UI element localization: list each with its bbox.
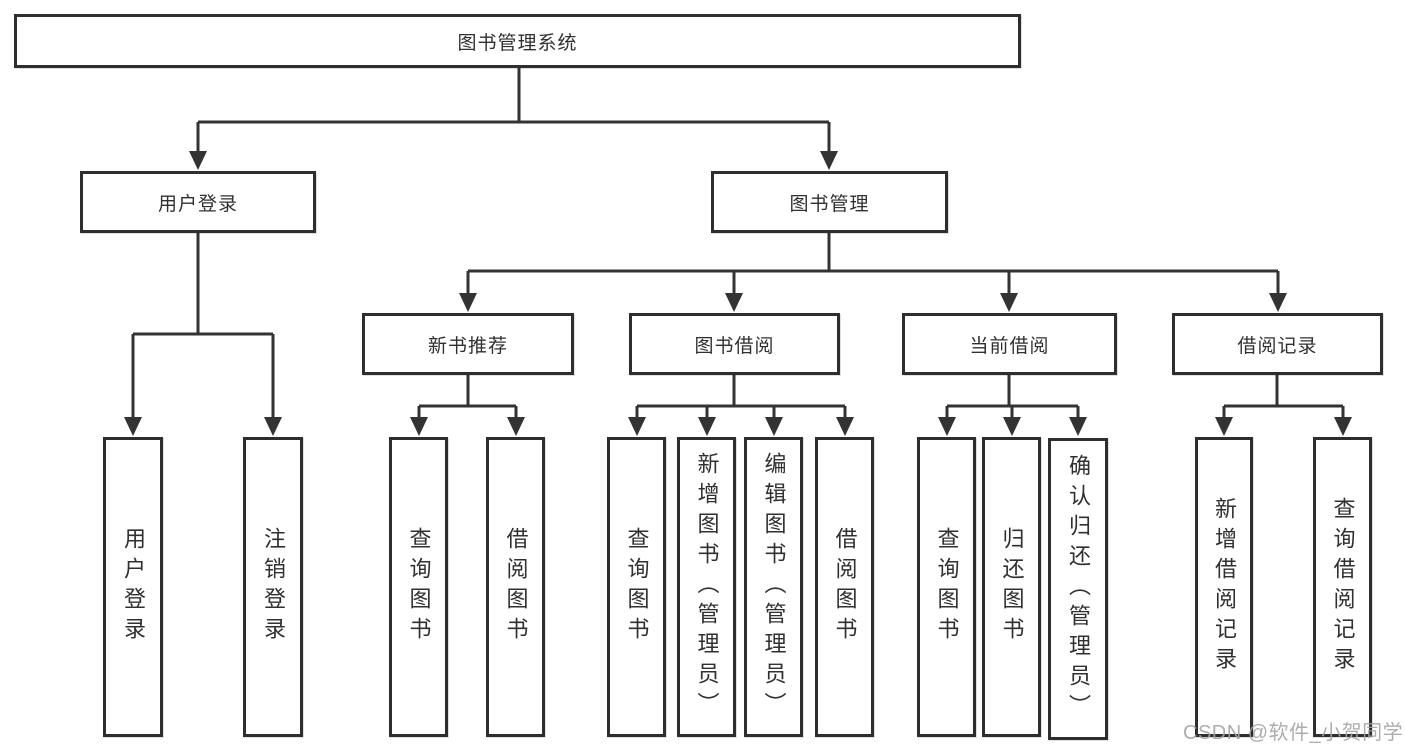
node-newbook-query-books: 查询图书: [389, 437, 448, 737]
node-borrowing-borrow-books: 借阅图书: [815, 437, 874, 737]
csdn-watermark: CSDN @软件_小贺同学: [1183, 722, 1404, 744]
node-new-book-recommendation: 新书推荐: [362, 313, 574, 375]
node-user-login: 用户登录: [80, 171, 316, 233]
node-borrowing-records: 借阅记录: [1172, 313, 1383, 375]
node-user-login-leaf: 用户登录: [103, 437, 163, 737]
node-borrowing-edit-books-admin: 编辑图书（管理员）: [744, 437, 803, 737]
node-current-return-books: 归还图书: [982, 437, 1041, 737]
node-current-borrowing: 当前借阅: [902, 313, 1117, 375]
node-record-query-borrow-record: 查询借阅记录: [1313, 437, 1372, 737]
node-newbook-borrow-books: 借阅图书: [486, 437, 545, 737]
node-borrowing-add-books-admin: 新增图书（管理员）: [677, 437, 736, 737]
node-record-add-borrow-record: 新增借阅记录: [1195, 437, 1253, 737]
node-book-borrowing: 图书借阅: [629, 313, 840, 375]
node-current-confirm-return-admin: 确认归还（管理员）: [1048, 438, 1108, 740]
node-logout-leaf: 注销登录: [243, 437, 303, 737]
node-book-management: 图书管理: [711, 171, 948, 233]
node-borrowing-query-books: 查询图书: [607, 437, 666, 737]
node-library-management-system: 图书管理系统: [14, 14, 1021, 68]
node-current-query-books: 查询图书: [917, 437, 976, 737]
